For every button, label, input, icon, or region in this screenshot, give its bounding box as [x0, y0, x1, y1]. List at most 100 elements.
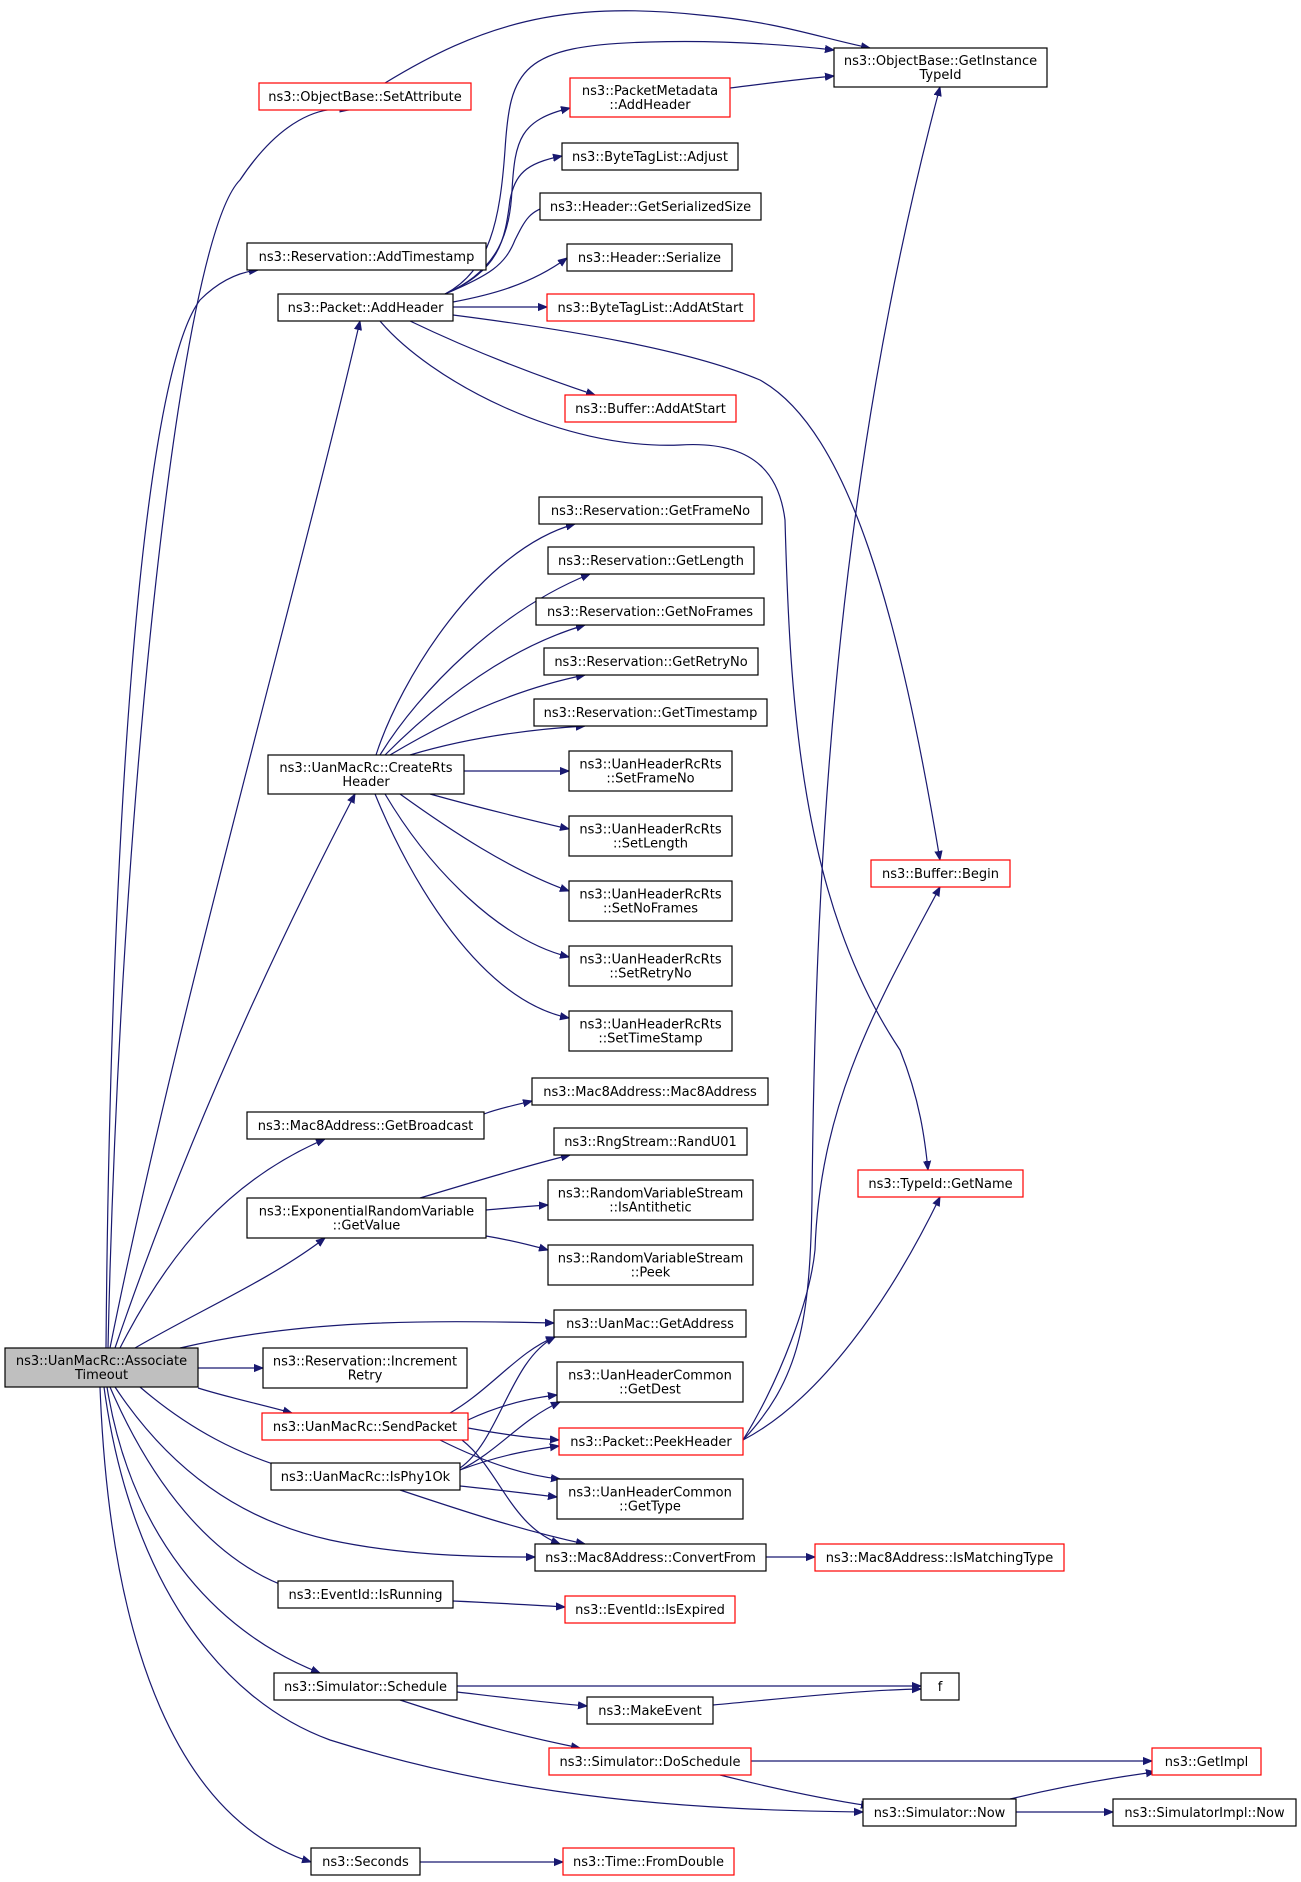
- node-pktadd[interactable]: ns3::Packet::AddHeader: [277, 293, 454, 322]
- node-box: [543, 647, 759, 676]
- node-rgetlen[interactable]: ns3::Reservation::GetLength: [547, 546, 755, 575]
- edge-pktadd-to-hgetsz: [444, 206, 550, 295]
- node-f[interactable]: f: [920, 1672, 960, 1701]
- node-getbcast[interactable]: ns3::Mac8Address::GetBroadcast: [246, 1111, 485, 1140]
- node-isanti[interactable]: ns3::RandomVariableStream::IsAntithetic: [547, 1179, 754, 1221]
- node-label: ns3::Reservation::GetTimestamp: [544, 706, 758, 721]
- node-bufbegin[interactable]: ns3::Buffer::Begin: [870, 859, 1011, 888]
- edge-root-to-simnow: [103, 1386, 863, 1812]
- node-label: ns3::ByteTagList::Adjust: [572, 150, 728, 165]
- node-simnow[interactable]: ns3::Simulator::Now: [862, 1798, 1017, 1827]
- node-sendpkt[interactable]: ns3::UanMacRc::SendPacket: [261, 1412, 469, 1441]
- edge-createrts-to-rgetts: [409, 726, 585, 756]
- node-addts[interactable]: ns3::Reservation::AddTimestamp: [246, 242, 487, 271]
- node-bufstart[interactable]: ns3::Buffer::AddAtStart: [564, 394, 737, 423]
- node-gettype[interactable]: ns3::UanHeaderCommon::GetType: [556, 1478, 744, 1520]
- edge-line: [712, 1689, 921, 1706]
- node-pmadd[interactable]: ns3::PacketMetadata::AddHeader: [569, 77, 731, 118]
- edge-line: [399, 1699, 580, 1748]
- node-label: ns3::UanHeaderCommon: [568, 1369, 732, 1384]
- node-label: f: [938, 1680, 943, 1695]
- edge-peekhdr-to-bufbegin: [742, 887, 940, 1441]
- node-hsetts[interactable]: ns3::UanHeaderRcRts::SetTimeStamp: [568, 1010, 733, 1052]
- node-getimpl[interactable]: ns3::GetImpl: [1151, 1747, 1262, 1776]
- edge-createrts-to-rgetframe: [375, 524, 575, 756]
- node-peek[interactable]: ns3::RandomVariableStream::Peek: [547, 1244, 754, 1286]
- node-hgetsz[interactable]: ns3::Header::GetSerializedSize: [539, 192, 762, 221]
- node-box: [561, 142, 739, 171]
- edge-line: [384, 625, 585, 756]
- edge-isrun-to-isexp: [452, 1600, 565, 1607]
- node-rgetnof[interactable]: ns3::Reservation::GetNoFrames: [535, 597, 765, 626]
- node-box: [1112, 1798, 1297, 1827]
- edge-createrts-to-hsetnof: [399, 793, 569, 891]
- node-hsetlen[interactable]: ns3::UanHeaderRcRts::SetLength: [568, 815, 733, 857]
- node-expget[interactable]: ns3::ExponentialRandomVariable::GetValue: [246, 1197, 487, 1239]
- node-dosched[interactable]: ns3::Simulator::DoSchedule: [548, 1747, 752, 1776]
- node-implnow[interactable]: ns3::SimulatorImpl::Now: [1112, 1798, 1297, 1827]
- node-label: ns3::Mac8Address::Mac8Address: [543, 1085, 757, 1100]
- node-setattr[interactable]: ns3::ObjectBase::SetAttribute: [258, 82, 472, 111]
- node-label: ns3::Reservation::GetLength: [558, 554, 744, 569]
- node-uanaddr[interactable]: ns3::UanMac::GetAddress: [553, 1309, 747, 1338]
- edge-dosched-to-simnow: [719, 1774, 870, 1806]
- node-label: ns3::EventId::IsRunning: [288, 1588, 442, 1603]
- node-seconds[interactable]: ns3::Seconds: [310, 1847, 421, 1876]
- edge-peekhdr-to-getinst: [742, 87, 940, 1441]
- node-fromdbl[interactable]: ns3::Time::FromDouble: [562, 1847, 735, 1876]
- node-isexp[interactable]: ns3::EventId::IsExpired: [564, 1595, 736, 1624]
- node-box: [547, 1244, 754, 1286]
- node-box: [4, 1347, 199, 1388]
- node-hsetnof[interactable]: ns3::UanHeaderRcRts::SetNoFrames: [568, 880, 733, 922]
- edge-root-to-sendpkt: [197, 1387, 292, 1413]
- edge-line: [483, 1101, 532, 1115]
- node-convfrom[interactable]: ns3::Mac8Address::ConvertFrom: [534, 1543, 767, 1572]
- edge-line: [197, 1387, 292, 1413]
- node-sched[interactable]: ns3::Simulator::Schedule: [273, 1672, 458, 1701]
- node-label: ns3::Mac8Address::IsMatchingType: [826, 1551, 1053, 1566]
- node-ismatch[interactable]: ns3::Mac8Address::IsMatchingType: [814, 1543, 1065, 1572]
- node-hsetretry[interactable]: ns3::UanHeaderRcRts::SetRetryNo: [568, 945, 733, 987]
- edge-pktadd-to-hser: [452, 258, 567, 303]
- node-rgetretry[interactable]: ns3::Reservation::GetRetryNo: [543, 647, 759, 676]
- node-isphy[interactable]: ns3::UanMacRc::IsPhy1Ok: [270, 1462, 461, 1491]
- edge-line: [103, 1386, 863, 1812]
- node-label: ::GetValue: [333, 1219, 401, 1234]
- node-box: [568, 750, 733, 792]
- edge-line: [399, 1489, 585, 1544]
- node-mkevent[interactable]: ns3::MakeEvent: [586, 1696, 714, 1725]
- node-label: ns3::Simulator::Schedule: [284, 1680, 447, 1695]
- edge-root-to-sched: [106, 1386, 320, 1674]
- node-peekhdr[interactable]: ns3::Packet::PeekHeader: [558, 1427, 744, 1456]
- edge-line: [389, 675, 585, 756]
- edge-root-to-expget: [134, 1238, 325, 1349]
- node-getdest[interactable]: ns3::UanHeaderCommon::GetDest: [556, 1361, 744, 1403]
- edge-pktadd-to-getinst: [444, 40, 834, 295]
- node-randu01[interactable]: ns3::RngStream::RandU01: [553, 1127, 748, 1156]
- node-rgetframe[interactable]: ns3::Reservation::GetFrameNo: [538, 496, 763, 525]
- edge-createrts-to-rgetretry: [389, 675, 585, 756]
- node-rgetts[interactable]: ns3::Reservation::GetTimestamp: [533, 698, 768, 727]
- node-isrun[interactable]: ns3::EventId::IsRunning: [277, 1580, 454, 1609]
- node-box: [564, 1595, 736, 1624]
- node-macctor[interactable]: ns3::Mac8Address::Mac8Address: [531, 1077, 769, 1106]
- node-label: ns3::TypeId::GetName: [868, 1177, 1012, 1192]
- node-label: ns3::GetImpl: [1165, 1755, 1249, 1770]
- node-btladj[interactable]: ns3::ByteTagList::Adjust: [561, 142, 739, 171]
- edge-simnow-to-getimpl: [1009, 1772, 1155, 1800]
- edge-line: [719, 1774, 870, 1806]
- node-btlstart[interactable]: ns3::ByteTagList::AddAtStart: [546, 293, 755, 322]
- node-box: [547, 546, 755, 575]
- node-box: [246, 1197, 487, 1239]
- edge-line: [449, 1337, 555, 1414]
- node-box: [814, 1543, 1065, 1572]
- node-hsetframe[interactable]: ns3::UanHeaderRcRts::SetFrameNo: [568, 750, 733, 792]
- node-box: [246, 242, 487, 271]
- node-hser[interactable]: ns3::Header::Serialize: [566, 243, 733, 272]
- node-tidname[interactable]: ns3::TypeId::GetName: [857, 1169, 1024, 1198]
